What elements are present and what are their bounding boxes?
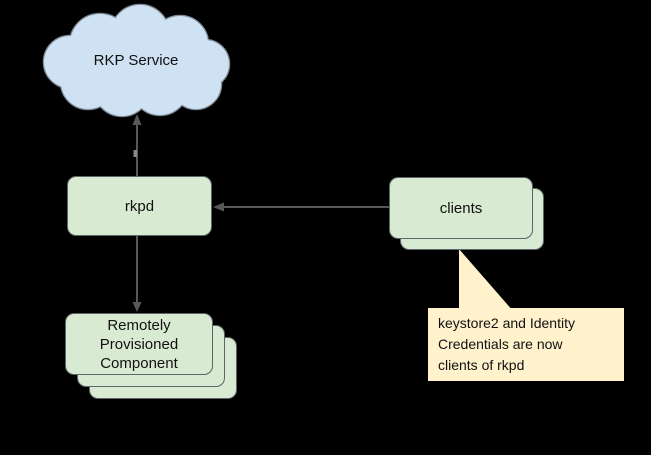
connector-rkpd-to-rkp-service[interactable] <box>132 114 142 176</box>
connector-clients-to-rkpd[interactable] <box>213 202 389 212</box>
clients-box[interactable]: clients <box>389 177 533 239</box>
arrowhead-down-icon <box>132 302 142 312</box>
rkp-service-label: RKP Service <box>93 51 179 69</box>
connector-rkpd-to-component[interactable] <box>132 236 142 312</box>
arrowhead-left-icon <box>213 202 224 212</box>
arrowhead-up-icon <box>132 114 142 125</box>
component-box[interactable]: Remotely Provisioned Component <box>65 313 213 375</box>
rkpd-box[interactable]: rkpd <box>67 176 212 236</box>
connector-midpoint-handle[interactable] <box>133 150 138 157</box>
clients-label: clients <box>439 199 483 217</box>
callout-note[interactable]: keystore2 and Identity Credentials are n… <box>428 308 624 381</box>
rkpd-label: rkpd <box>124 197 155 215</box>
component-label: Remotely Provisioned Component <box>99 316 179 372</box>
callout-text: keystore2 and Identity Credentials are n… <box>438 315 575 373</box>
rkp-service-cloud-shape[interactable] <box>42 3 231 118</box>
callout-tail[interactable] <box>459 249 513 311</box>
